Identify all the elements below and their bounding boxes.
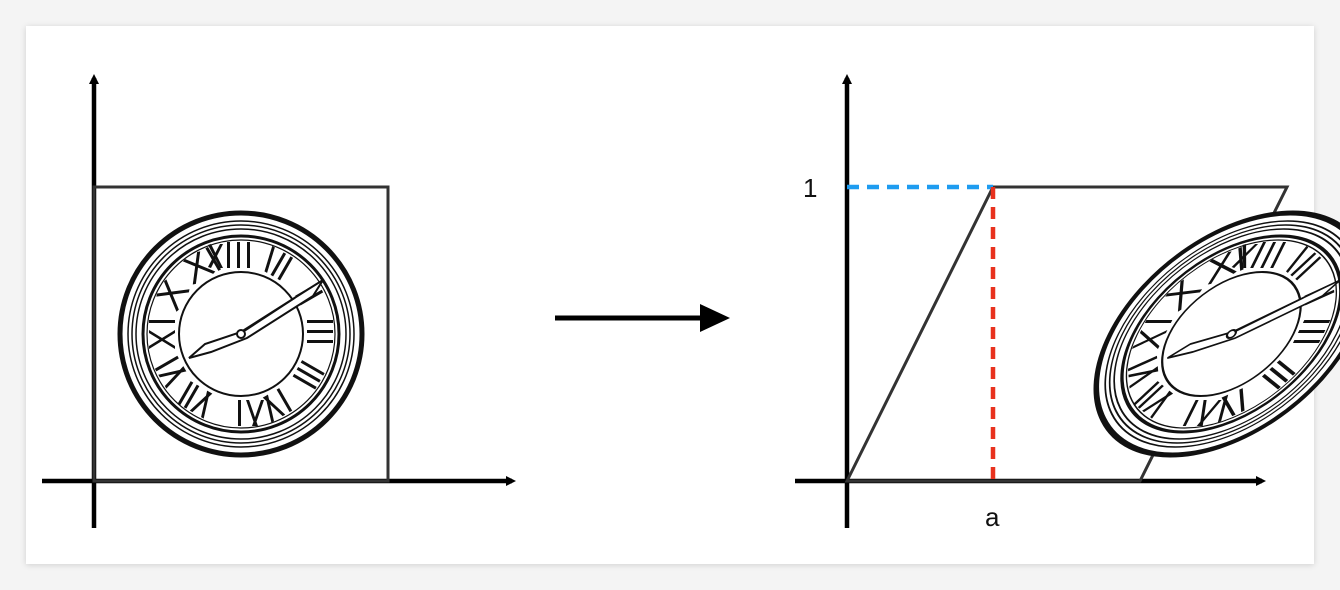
- x-tick-label: a: [985, 502, 1000, 532]
- sheared-clock-icon: [1050, 213, 1340, 455]
- right-arrow-icon: [555, 304, 730, 332]
- left-clock-icon: [120, 213, 362, 455]
- sheared-parallelogram: [844, 185, 1290, 483]
- y-tick-label: 1: [803, 173, 817, 203]
- left-unit-square: [92, 185, 390, 483]
- right-panel: 1 a: [795, 74, 1340, 532]
- left-panel: [42, 74, 516, 528]
